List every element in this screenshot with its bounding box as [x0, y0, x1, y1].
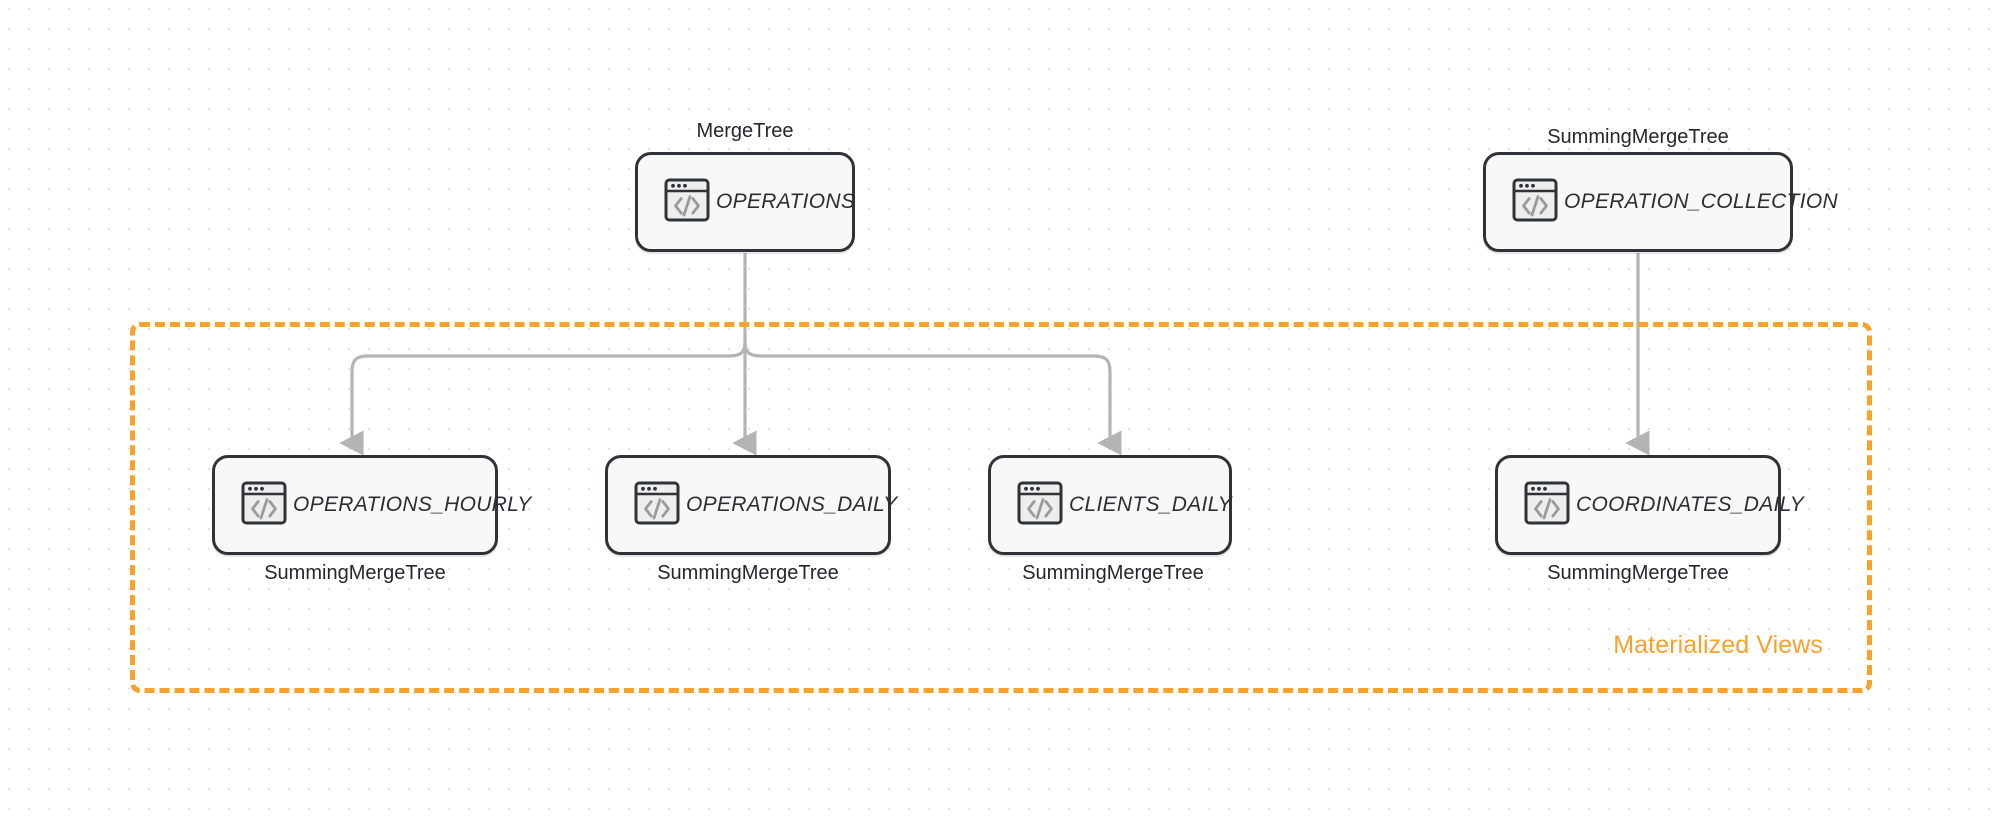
code-window-icon	[241, 481, 287, 530]
node-coordinates-daily-label: COORDINATES_DAILY	[1576, 493, 1804, 516]
caption-operations-engine: MergeTree	[696, 120, 794, 142]
caption-coordinates-daily-engine: SummingMergeTree	[1547, 562, 1729, 584]
node-operations-hourly[interactable]: OPERATIONS_HOURLY	[212, 455, 531, 555]
code-window-icon	[634, 481, 680, 530]
code-window-icon	[664, 178, 710, 227]
caption-operations-hourly-engine: SummingMergeTree	[264, 562, 446, 584]
node-coordinates-daily[interactable]: COORDINATES_DAILY	[1495, 455, 1804, 555]
materialized-views-group: Materialized Views	[130, 322, 1872, 693]
node-operations-label: OPERATIONS	[716, 190, 856, 213]
node-operations[interactable]: OPERATIONS	[635, 152, 855, 252]
code-window-icon	[1017, 481, 1063, 530]
materialized-views-group-label: Materialized Views	[1613, 631, 1823, 659]
node-clients-daily-label: CLIENTS_DAILY	[1069, 493, 1233, 516]
node-clients-daily[interactable]: CLIENTS_DAILY	[988, 455, 1232, 555]
node-operations-daily-label: OPERATIONS_DAILY	[686, 493, 898, 516]
caption-operation-collection-engine: SummingMergeTree	[1547, 126, 1729, 148]
code-window-icon	[1512, 178, 1558, 227]
caption-operations-daily-engine: SummingMergeTree	[657, 562, 839, 584]
node-operation-collection[interactable]: OPERATION_COLLECTION	[1483, 152, 1838, 252]
node-operations-hourly-label: OPERATIONS_HOURLY	[293, 493, 532, 516]
node-operations-daily[interactable]: OPERATIONS_DAILY	[605, 455, 897, 555]
code-window-icon	[1524, 481, 1570, 530]
caption-clients-daily-engine: SummingMergeTree	[1022, 562, 1204, 584]
node-operation-collection-label: OPERATION_COLLECTION	[1564, 190, 1838, 213]
